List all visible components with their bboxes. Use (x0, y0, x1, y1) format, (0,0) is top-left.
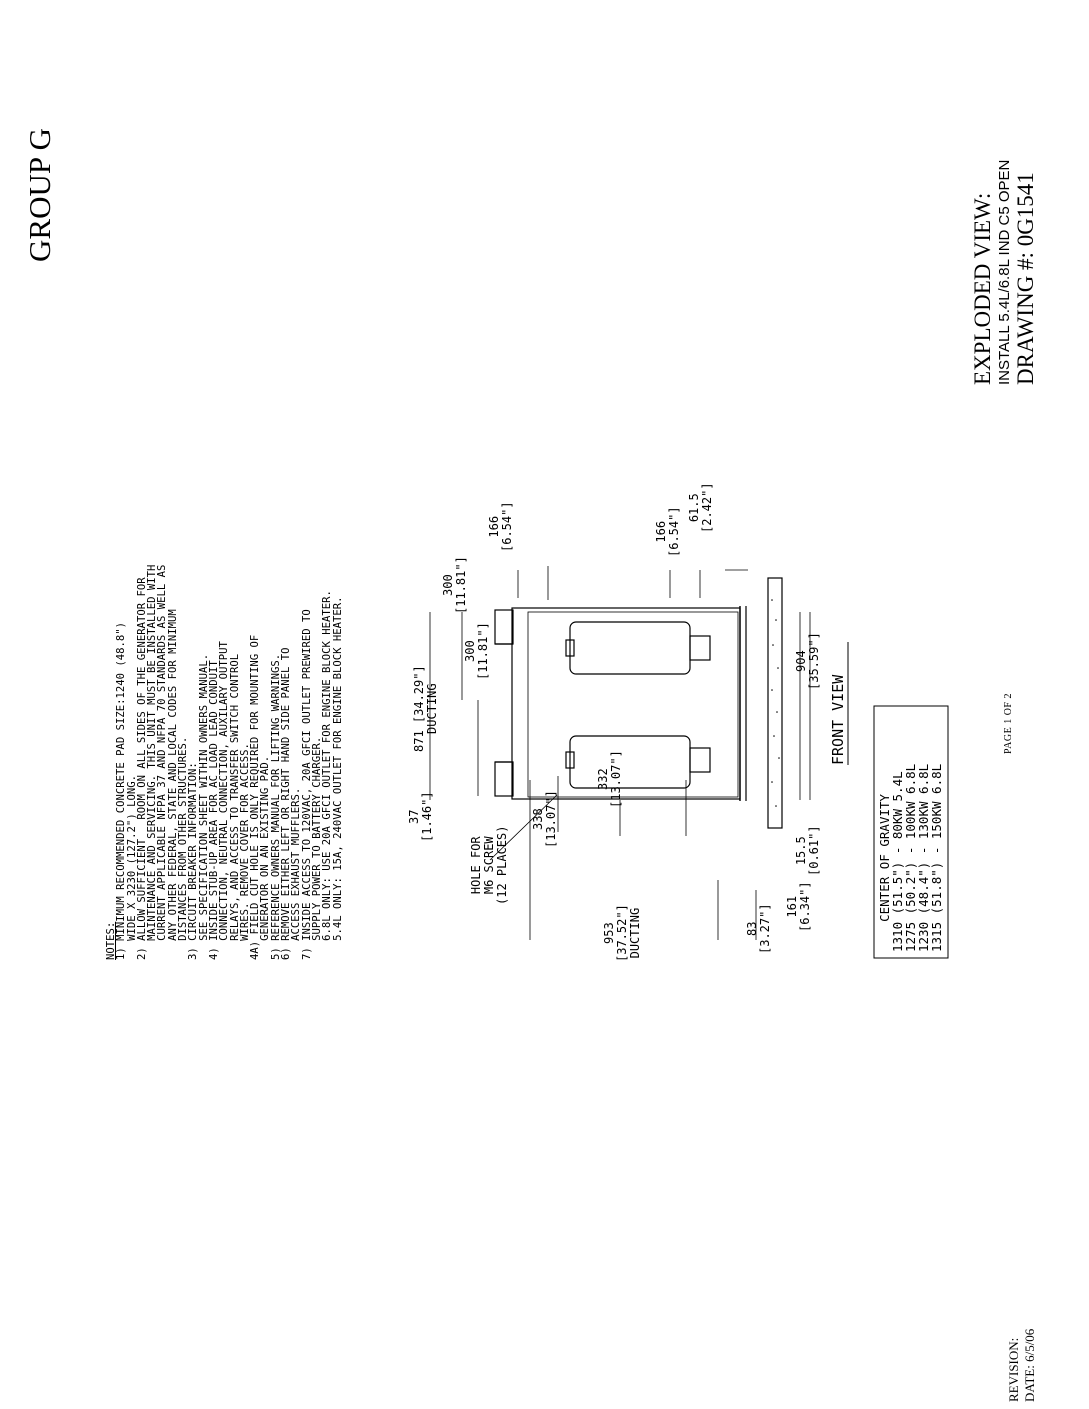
front-view-label: FRONT VIEW (829, 675, 847, 765)
hole-label: HOLE FOR M6 SCREW (12 PLACES) (469, 825, 509, 905)
cog-table: CENTER OF GRAVITY 1310 (51.5") - 80KW 5.… (877, 763, 944, 952)
dim-161-in: [6.34"] (798, 881, 812, 932)
dim-953: 953 [37.52"] DUCTING (602, 904, 642, 962)
dim-37-in: [1.46"] (420, 791, 434, 842)
dim-332-in: [13.07"] (609, 750, 623, 808)
enclosure-inner (527, 611, 739, 798)
dim-161: 161 [6.34"] (785, 881, 812, 932)
dim-166-right-in: [6.54"] (667, 506, 681, 557)
cog-box (873, 705, 949, 959)
dim-155-in: [0.61"] (807, 825, 821, 876)
hole-label-line3: (12 PLACES) (495, 825, 509, 905)
dim-166-right: 166 [6.54"] (654, 506, 681, 557)
dim-155: 15.5 [0.61"] (794, 825, 821, 876)
dim-871: 871 [34.29"] DUCTING (412, 665, 439, 752)
dim-338: 338 [13.07"] (531, 790, 558, 848)
dim-904-in: [35.59"] (807, 632, 821, 690)
dim-300-top: 300 [11.81"] (441, 556, 468, 614)
concrete-pad (767, 577, 783, 829)
dim-871-note: DUCTING (425, 683, 439, 734)
dim-300-mid: 300 [11.81"] (463, 622, 490, 680)
dim-615: 61.5 [2.42"] (687, 482, 714, 533)
dim-332: 332 [13.07"] (596, 750, 623, 808)
ducting-right (494, 609, 514, 645)
enclosure-outline (511, 607, 741, 800)
dim-338-in: [13.07"] (544, 790, 558, 848)
pad-hatch (771, 599, 780, 807)
muffler-left (569, 735, 691, 789)
dim-37: 37 [1.46"] (407, 791, 434, 842)
dim-953-note: DUCTING (628, 907, 642, 959)
muffler-right (569, 621, 691, 675)
dim-300-mid-in: [11.81"] (476, 622, 490, 680)
front-view-text: FRONT VIEW (829, 674, 847, 765)
dim-166-top: 166 [6.54"] (487, 501, 514, 552)
dim-904: 904 [35.59"] (794, 632, 821, 690)
ducting-left (494, 761, 514, 797)
dim-615-in: [2.42"] (700, 482, 714, 533)
dim-83: 83 [3.27"] (745, 903, 772, 954)
cog-row: 1315 (51.8") - 150KW 6.8L (929, 763, 944, 952)
dim-300-top-in: [11.81"] (454, 556, 468, 614)
dim-166-top-in: [6.54"] (500, 501, 514, 552)
dim-83-in: [3.27"] (758, 903, 772, 954)
